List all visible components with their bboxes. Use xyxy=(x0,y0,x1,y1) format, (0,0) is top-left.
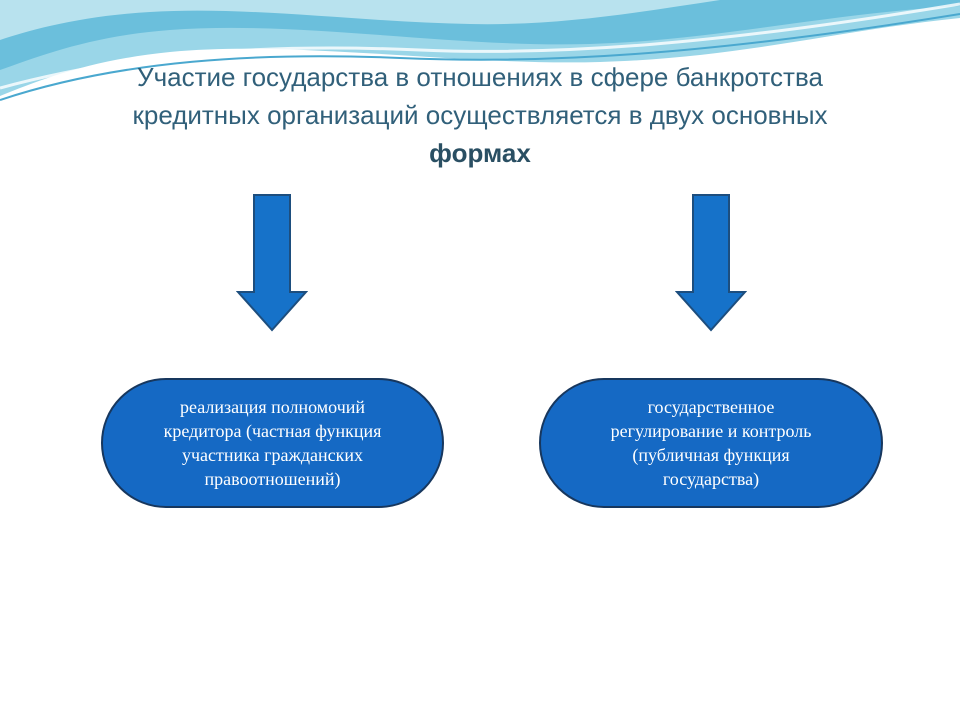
header-wave-decoration xyxy=(0,0,960,101)
form-box-state-regulation: государственное регулирование и контроль… xyxy=(539,378,883,508)
form-box-line: регулирование и контроль xyxy=(610,421,812,441)
form-box-line: участника гражданских xyxy=(181,445,364,465)
form-box-line: правоотношений) xyxy=(204,469,341,489)
title-line-1: Участие государства в отношениях в сфере… xyxy=(137,62,823,92)
slide-title: Участие государства в отношениях в сфере… xyxy=(60,58,900,172)
form-box-line: (публичная функция xyxy=(632,445,790,465)
form-box-line: государственное xyxy=(647,397,775,417)
down-arrow-icon xyxy=(675,194,747,332)
form-box-creditor-powers: реализация полномочий кредитора (частная… xyxy=(101,378,444,508)
down-arrow-icon xyxy=(236,194,308,332)
title-line-2: кредитных организаций осуществляется в д… xyxy=(132,100,828,130)
title-line-3: формах xyxy=(429,138,531,168)
form-box-line: государства) xyxy=(662,469,760,489)
form-box-line: кредитора (частная функция xyxy=(163,421,382,441)
form-box-line: реализация полномочий xyxy=(179,397,366,417)
